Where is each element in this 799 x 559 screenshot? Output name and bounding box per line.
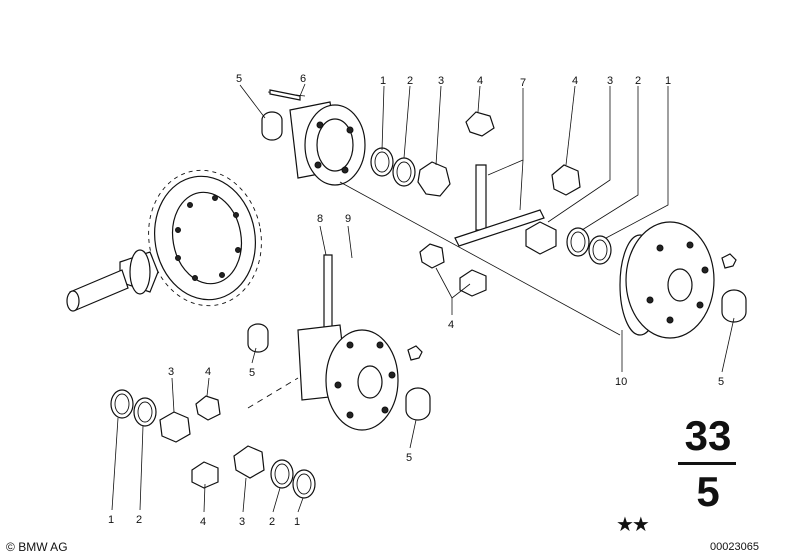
section-number-major: 33 (684, 412, 732, 459)
callout-3-low: 3 (168, 366, 174, 378)
document-number: 00023065 (710, 541, 759, 553)
copyright-icon: © (6, 540, 15, 554)
callout-3-bottom: 3 (239, 516, 245, 528)
callout-4-top: 4 (477, 75, 483, 87)
callout-2-bottom-right: 2 (269, 516, 275, 528)
callout-2-bottom: 2 (136, 514, 142, 526)
callout-4-top-right: 4 (572, 75, 578, 87)
callout-7-top: 7 (520, 77, 526, 89)
callout-1-top: 1 (380, 75, 386, 87)
callout-5-mid: 5 (249, 367, 255, 379)
callout-1-top-right: 1 (665, 75, 671, 87)
callout-5-low: 5 (406, 452, 412, 464)
brand-footer: © BMW AG (6, 540, 68, 554)
callout-1-bottom-right: 1 (294, 516, 300, 528)
callout-4-mid: 4 (448, 319, 454, 331)
callout-5-right: 5 (718, 376, 724, 388)
ring-gear-and-pinion (66, 169, 262, 312)
leader-lines (111, 83, 735, 513)
callout-9: 9 (345, 213, 351, 225)
callout-labels: 5 6 1 2 3 4 7 4 3 2 1 8 9 4 5 10 5 3 4 5… (108, 73, 724, 528)
callout-10: 10 (615, 376, 627, 388)
callout-2-top-right: 2 (635, 75, 641, 87)
section-number-minor: 5 (696, 468, 720, 515)
callout-3-top: 3 (438, 75, 444, 87)
callout-1-bottom: 1 (108, 514, 114, 526)
section-divider (678, 462, 736, 465)
upper-gear-set (370, 111, 612, 297)
lower-gear-set (110, 389, 316, 499)
callout-5-top: 5 (236, 73, 242, 85)
callout-2-top: 2 (407, 75, 413, 87)
callout-3-top-right: 3 (607, 75, 613, 87)
callout-6-top: 6 (300, 73, 306, 85)
star-rating: ★★ (616, 514, 650, 536)
lower-differential-case (247, 254, 431, 431)
upper-differential-case (261, 89, 366, 186)
callout-4-low: 4 (205, 366, 211, 378)
callout-8: 8 (317, 213, 323, 225)
callout-4-bottom: 4 (200, 516, 206, 528)
brand-name: BMW AG (18, 540, 68, 554)
differential-cover-right (619, 221, 747, 339)
